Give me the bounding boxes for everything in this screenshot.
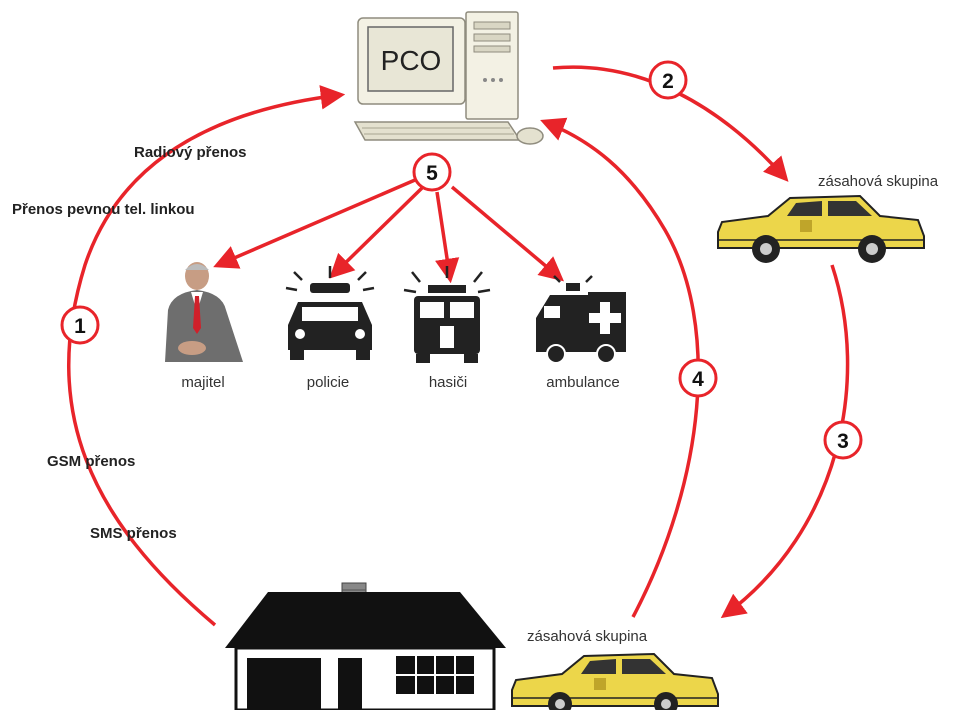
channel-sms-label: SMS přenos: [90, 525, 177, 542]
arrow-5-to-ambulance: [450, 185, 565, 282]
step-badge-1: 1: [60, 305, 100, 345]
step-number-label: 1: [74, 315, 86, 338]
step-number-label: 3: [837, 430, 849, 453]
owner-label: majitel: [181, 374, 224, 391]
owner-person-icon: [165, 262, 243, 362]
response-team-bottom-label: zásahová skupina: [527, 628, 648, 645]
arrow-1-building-to-pco: [66, 85, 346, 627]
response-team-car-bottom-icon: [511, 652, 719, 710]
police-label: policie: [307, 374, 350, 391]
step-badge-3: 3: [823, 420, 863, 460]
response-team-top-label: zásahová skupina: [818, 173, 939, 190]
police-car-icon: [285, 266, 375, 360]
protected-building-icon: [225, 582, 506, 710]
pco-label: PCO: [381, 45, 442, 76]
arrow-5-to-firefighters: [435, 191, 460, 284]
arrow-4-team-to-pco: [540, 117, 700, 618]
step-badge-5: 5: [412, 152, 452, 192]
ambulance-label: ambulance: [546, 374, 619, 391]
channel-radio-label: Radiový přenos: [134, 144, 247, 161]
step-number-label: 5: [426, 162, 438, 185]
fire-truck-icon: [403, 266, 491, 363]
pco-computer-icon: PCO: [353, 11, 544, 145]
firefighters-label: hasiči: [429, 374, 467, 391]
channel-landline-label: Přenos pevnou tel. linkou: [12, 201, 195, 218]
channel-gsm-label: GSM přenos: [47, 453, 135, 470]
step-badge-4: 4: [678, 358, 718, 398]
arrow-5-to-owner: [213, 178, 416, 269]
step-number-label: 2: [662, 70, 674, 93]
step-badge-2: 2: [648, 60, 688, 100]
ambulance-icon: [536, 275, 626, 364]
arrow-5-to-police: [329, 186, 424, 279]
step-number-label: 4: [692, 368, 704, 391]
response-team-car-top-icon: [717, 194, 925, 263]
